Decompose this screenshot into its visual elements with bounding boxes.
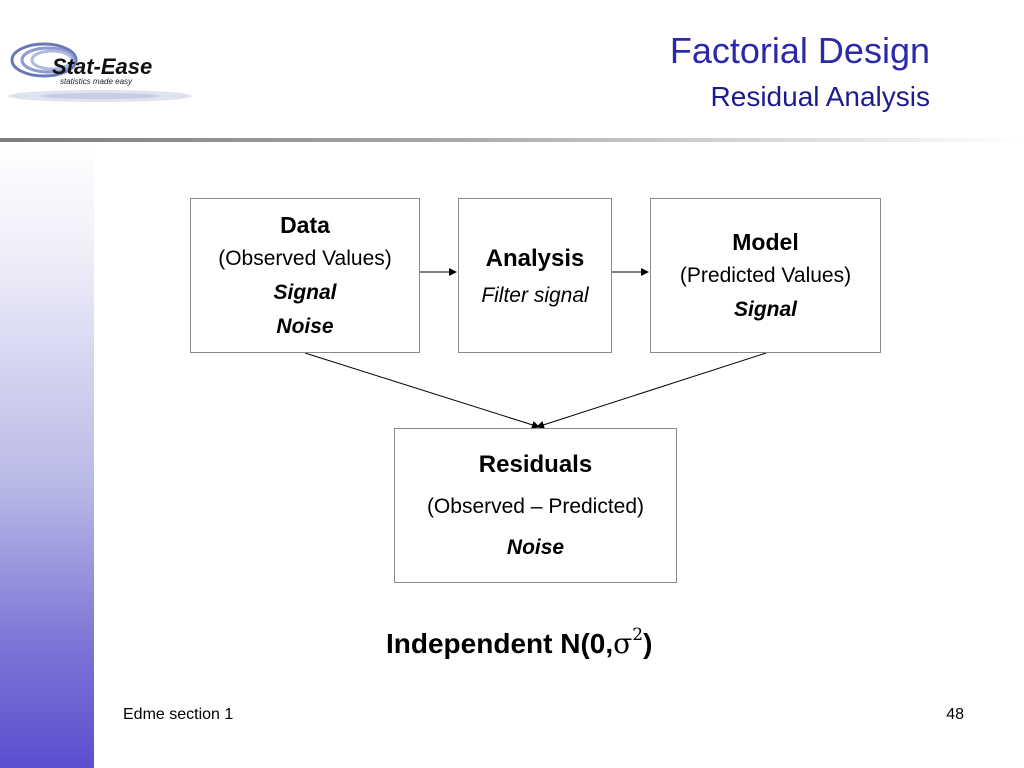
page-number: 48 [946, 706, 964, 723]
residuals-box-formula: (Observed – Predicted) [426, 494, 645, 518]
stat-ease-logo: Stat-Ease statistics made easy [4, 38, 200, 108]
analysis-box: Analysis Filter signal [458, 198, 612, 353]
left-gradient-band [0, 143, 94, 768]
sigma-symbol: σ [613, 627, 633, 660]
data-box-heading: Data [280, 211, 330, 238]
svg-text:statistics made easy: statistics made easy [60, 77, 133, 86]
analysis-box-heading: Analysis [485, 244, 585, 272]
data-box-observed-values: (Observed Values) [218, 246, 392, 270]
formula-suffix: ) [643, 628, 653, 659]
slide-title: Factorial Design [669, 30, 930, 71]
analysis-box-filter-signal: Filter signal [481, 283, 589, 307]
data-box: Data (Observed Values) Signal Noise [190, 198, 420, 353]
data-box-signal: Signal [273, 280, 337, 304]
model-box-signal: Signal [733, 297, 797, 321]
model-box: Model (Predicted Values) Signal [650, 198, 881, 353]
svg-text:Stat-Ease: Stat-Ease [52, 54, 152, 79]
residuals-box: Residuals (Observed – Predicted) Noise [394, 428, 677, 583]
arrow-model-to-residuals [536, 352, 767, 429]
formula-prefix: Independent N(0, [386, 628, 614, 659]
residuals-box-noise: Noise [506, 535, 565, 559]
formula-exponent: 2 [632, 625, 644, 645]
data-box-noise: Noise [276, 314, 334, 338]
residuals-box-heading: Residuals [478, 450, 593, 478]
distribution-formula: Independent N(0,σ2) [386, 615, 652, 664]
model-box-heading: Model [732, 228, 799, 255]
footer-section-label: Edme section 1 [123, 706, 234, 723]
slide-subtitle: Residual Analysis [710, 81, 930, 112]
model-box-predicted-values: (Predicted Values) [679, 263, 852, 287]
header-divider [0, 138, 1024, 142]
arrow-data-to-residuals [304, 352, 540, 429]
